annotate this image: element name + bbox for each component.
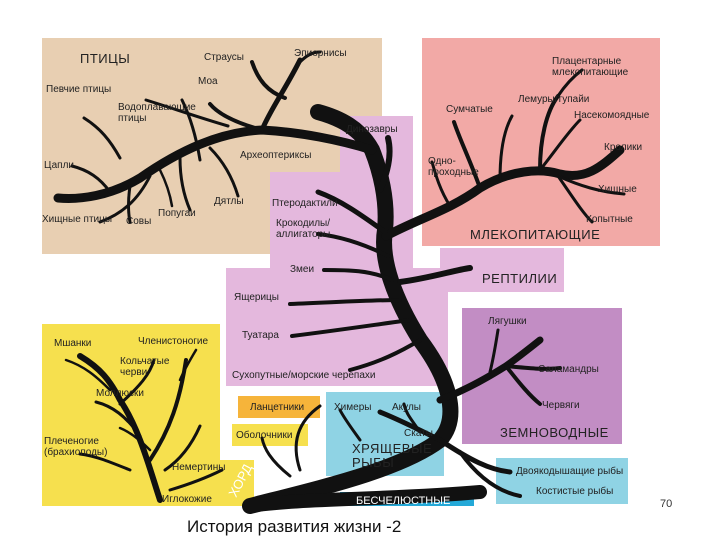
label-molluscs: Моллюски — [96, 388, 144, 399]
label-waterfowl: Водоплавающие птицы — [118, 102, 196, 124]
label-epiornis: Эпиорнисы — [294, 48, 347, 59]
label-songbirds: Певчие птицы — [46, 84, 112, 95]
page-number: 70 — [660, 498, 673, 510]
label-bryozoa: Мшанки — [54, 338, 92, 349]
label-carnivores: Хищные — [598, 184, 637, 195]
label-lemurs: Лемуры/тупайи — [518, 94, 590, 105]
fish-branch — [377, 409, 443, 443]
label-chimaeras: Химеры — [334, 402, 372, 413]
invertebrate-branch — [77, 353, 163, 503]
label-ostriches: Страусы — [204, 52, 244, 63]
amphibians-title: ЗЕМНОВОДНЫЕ — [500, 425, 609, 440]
lancelets-box — [238, 396, 320, 418]
label-annelids: Кольчатые черви — [120, 356, 170, 378]
mammal-branch — [381, 145, 625, 241]
label-lancelets: Ланцетники — [250, 402, 305, 413]
label-salamanders: Саламандры — [538, 364, 599, 375]
trunk-label: ХОРД — [225, 461, 255, 499]
label-dinosaurs: Динозавры — [346, 124, 398, 135]
invertebrates-panel-ext — [160, 460, 254, 506]
label-sharks: Акулы — [392, 402, 421, 413]
label-echinoderms: Иглокожие — [162, 494, 212, 505]
label-marsupials: Сумчатые — [446, 104, 493, 115]
label-insectivores: Насекомоядные — [574, 110, 650, 121]
mammals-title: МЛЕКОПИТАЮЩИЕ — [470, 227, 601, 242]
jawless-label: БЕСЧЕЛЮСТНЫЕ — [356, 495, 450, 507]
label-snakes: Змеи — [290, 264, 315, 275]
label-crocodiles: Крокодилы/ аллигаторы — [276, 218, 331, 240]
fishes-title: ХРЯЩЕВЫЕ РЫБЫ — [352, 441, 433, 470]
label-frogs: Лягушки — [488, 316, 527, 327]
label-caecilians: Червяги — [542, 400, 580, 411]
label-pterodactyls: Птеродактили — [272, 198, 338, 209]
bird-branch — [53, 125, 377, 203]
slide-caption: История развития жизни -2 — [187, 517, 402, 536]
label-woodpeckers: Дятлы — [214, 196, 244, 207]
label-lizards: Ящерицы — [234, 292, 279, 303]
label-raptors: Хищные птицы — [42, 214, 113, 225]
tunicates-box — [232, 424, 308, 446]
label-lungfish: Двоякодышащие рыбы — [516, 466, 624, 477]
label-tuatara: Туатара — [242, 330, 279, 341]
reptiles-title: РЕПТИЛИИ — [482, 271, 558, 286]
label-nemerteans: Немертины — [172, 462, 226, 473]
label-herons: Цапли — [44, 160, 75, 171]
label-monotremes: Одно- проходные — [428, 156, 479, 178]
label-ungulates: Копытные — [586, 214, 633, 225]
label-teleosts: Костистые рыбы — [536, 486, 614, 497]
label-brachiopods: Плеченогие (брахиоподы) — [44, 436, 108, 458]
label-rays: Скаты — [404, 428, 433, 439]
label-archaeopteryx: Археоптериксы — [240, 150, 312, 161]
label-arthropods: Членистоногие — [138, 336, 209, 347]
dino-branch — [377, 135, 393, 193]
label-moa: Моа — [198, 76, 218, 87]
birds-title: ПТИЦЫ — [80, 51, 131, 66]
trunk-base — [243, 485, 487, 513]
label-placentals: Плацентарные млекопитающие — [552, 56, 629, 78]
label-rabbits: Кролики — [604, 142, 643, 153]
label-turtles: Сухопутные/морские черепахи — [232, 370, 376, 381]
label-tunicates: Оболочники — [236, 430, 293, 441]
label-parrots: Попугаи — [158, 208, 196, 219]
label-owls: Совы — [126, 216, 152, 227]
